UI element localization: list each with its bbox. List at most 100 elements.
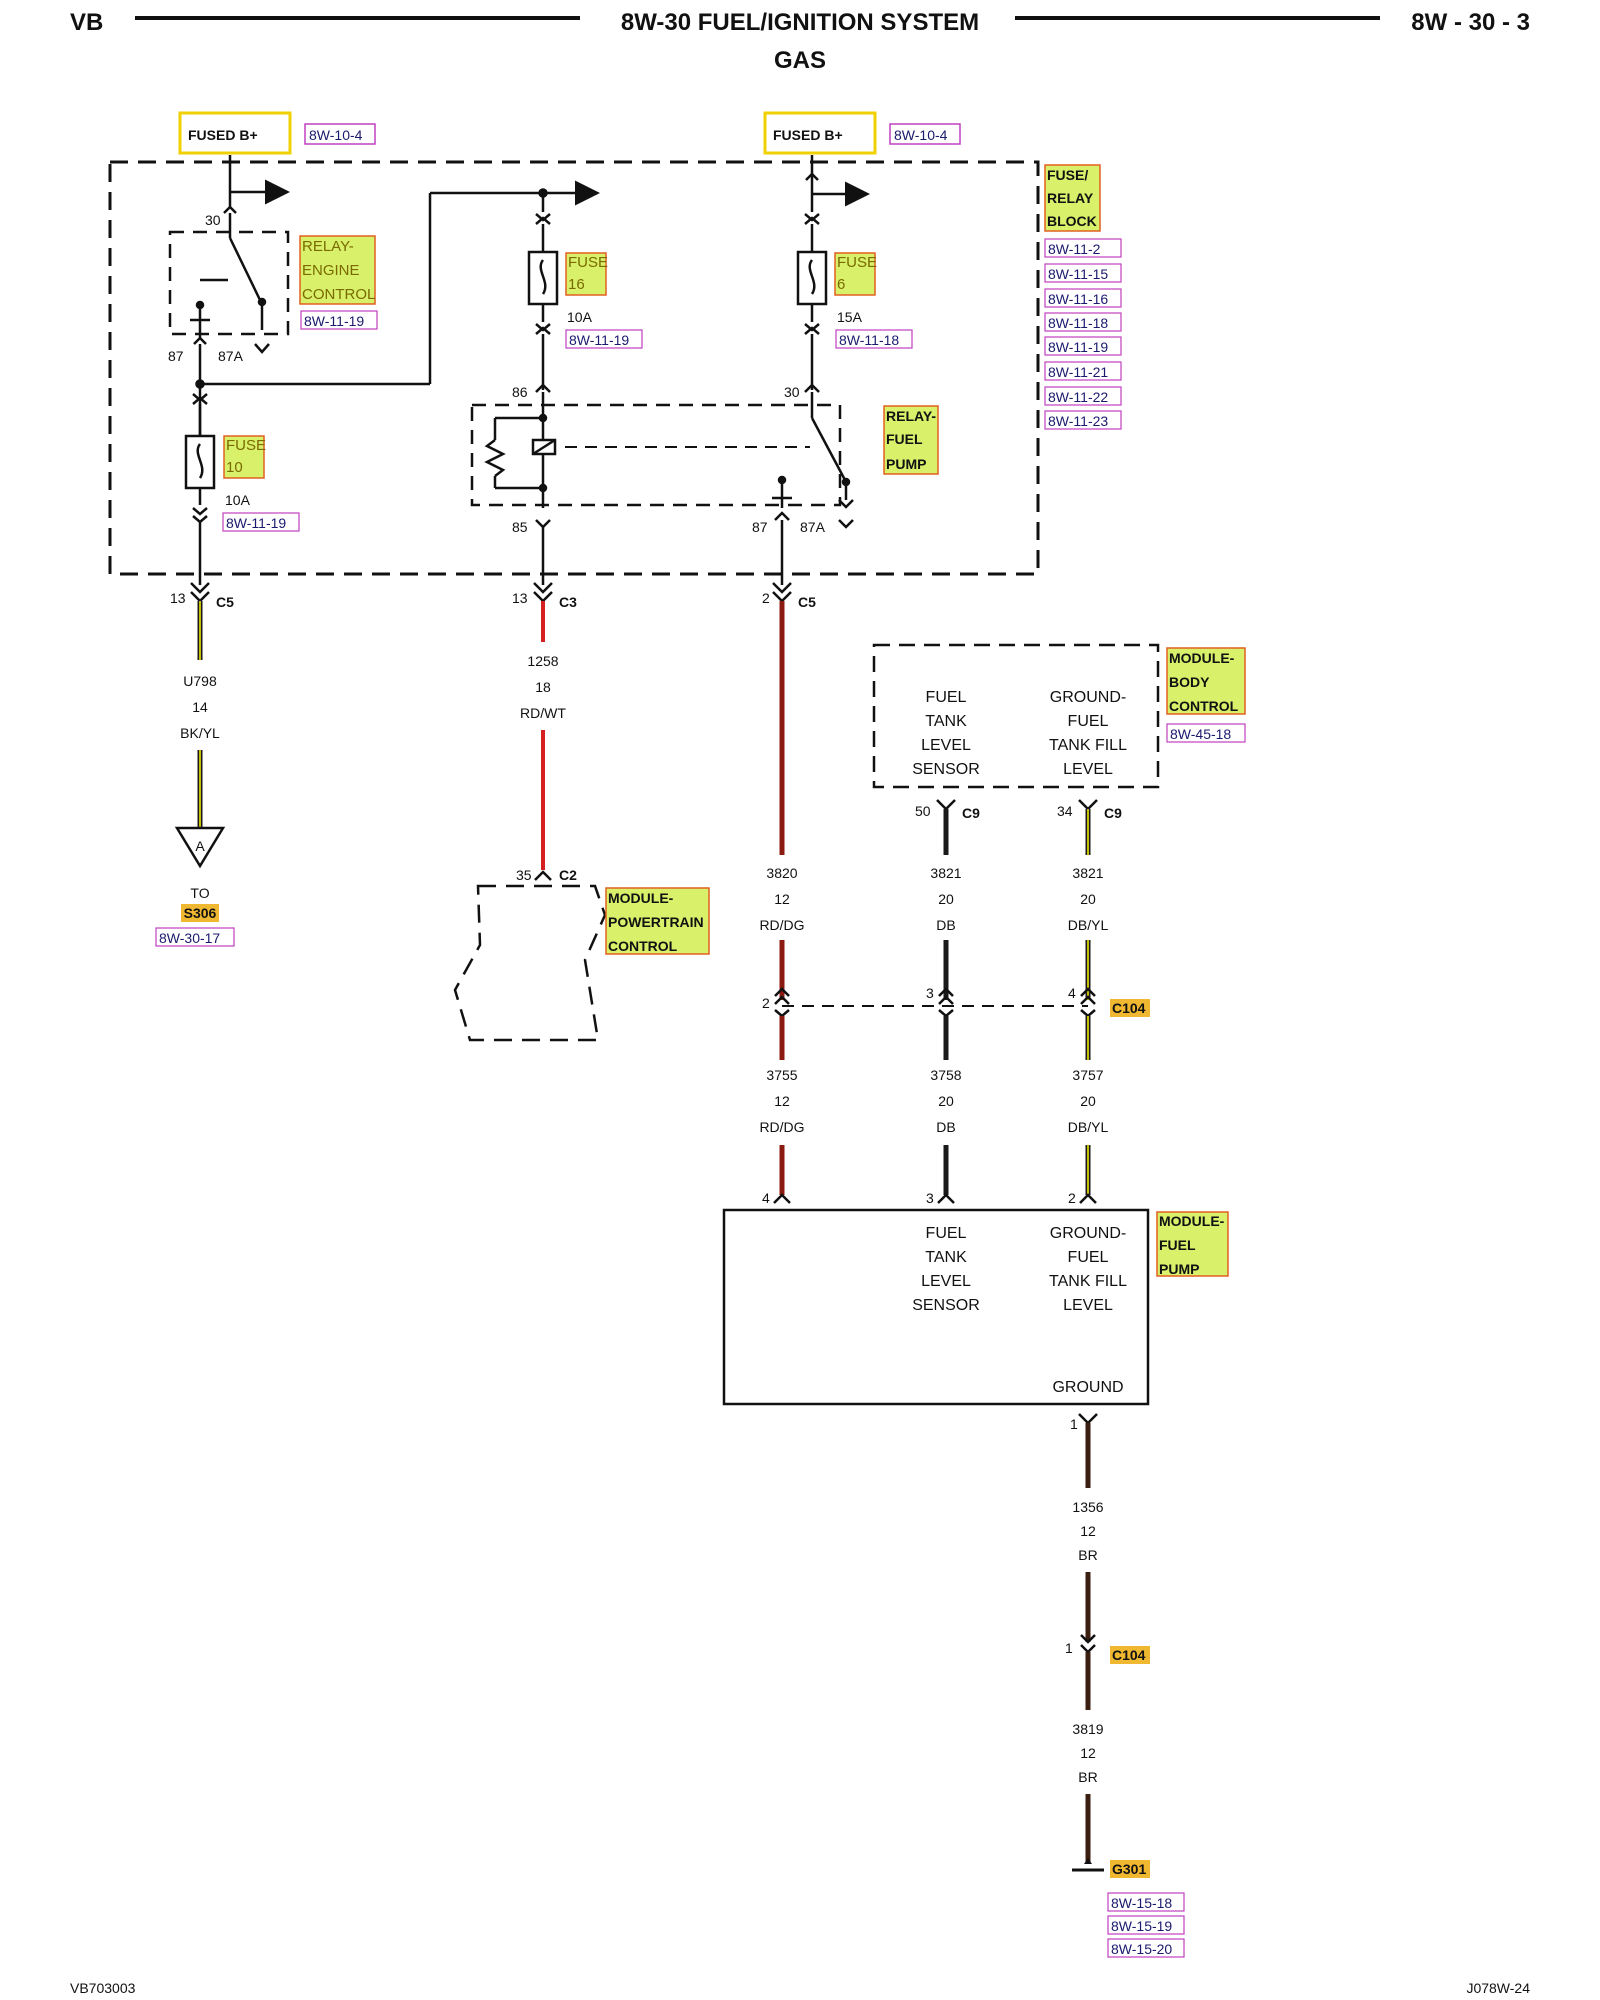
fuse6-ref-box[interactable] (835, 329, 913, 349)
relay-engine-name-1: RELAY- (302, 238, 354, 255)
fpm-pin-3: 3 (926, 1190, 934, 1206)
relay-engine-outline (168, 230, 290, 336)
relay-engine-name-2: ENGINE (302, 262, 360, 279)
c104-name: C104 (1112, 1000, 1146, 1016)
fpm-fn-left-2: TANK (925, 1249, 967, 1266)
fused-b-plus-box-left (178, 111, 292, 155)
fpm-name-1: MODULE- (1159, 1213, 1225, 1229)
wire-3758-gauge: 20 (938, 1093, 954, 1109)
footer-left: VB703003 (70, 1980, 136, 1996)
pcm-tag (605, 887, 710, 955)
header-title: 8W-30 FUEL/IGNITION SYSTEM (621, 9, 979, 36)
wire-3819-color: BR (1078, 1769, 1097, 1785)
ground-ref-3[interactable]: 8W-15-20 (1111, 1941, 1172, 1957)
fused-ref-box-right[interactable] (889, 123, 961, 145)
fpm-fn-left-1: FUEL (926, 1225, 967, 1242)
c104-ground-pin: 1 (1065, 1640, 1073, 1656)
fpm-fn-left-3: LEVEL (921, 1273, 971, 1290)
fused-ref-left[interactable]: 8W-10-4 (309, 127, 363, 143)
c104-pin-3: 3 (926, 985, 934, 1001)
ground-ref-1[interactable]: 8W-15-18 (1111, 1895, 1172, 1911)
fuse16-ref-box[interactable] (565, 329, 643, 349)
conn-mid-pin: 13 (512, 590, 528, 606)
fuse10-tag (223, 435, 265, 479)
relay-fuel-pin-87a: 87A (800, 519, 826, 535)
wire-1356-color: BR (1078, 1547, 1097, 1563)
fuse10-name-1: FUSE (226, 437, 266, 454)
splice-ref-box[interactable] (155, 927, 235, 947)
left-circuit (184, 155, 600, 594)
splice-triangle (174, 826, 226, 869)
fuse10-ref[interactable]: 8W-11-19 (226, 515, 286, 531)
relay-fuel-pin-85: 85 (512, 519, 528, 535)
bcm-pin-a: 50 (915, 803, 931, 819)
ground-ref-2[interactable]: 8W-15-19 (1111, 1918, 1172, 1934)
relay-engine-pin-30: 30 (205, 212, 221, 228)
bcm-ref[interactable]: 8W-45-18 (1170, 726, 1231, 742)
bcm-fn-right-2: FUEL (1068, 713, 1109, 730)
header-left: VB (70, 9, 103, 36)
fuse-block-ref[interactable]: 8W-11-19 (1048, 339, 1108, 355)
bcm-conn-a: C9 (962, 805, 980, 821)
wire-3820-color: RD/DG (759, 917, 804, 933)
bcm-ref-box[interactable] (1166, 723, 1246, 743)
fuse16-tag (565, 252, 607, 296)
fpm-fn-right-4: LEVEL (1063, 1297, 1113, 1314)
fused-ref-right[interactable]: 8W-10-4 (894, 127, 948, 143)
fuse6-rating: 15A (837, 309, 863, 325)
wire-3821b-circuit: 3821 (1072, 865, 1103, 881)
wire-3757-color: DB/YL (1068, 1119, 1109, 1135)
relay-fuel-pin-86: 86 (512, 384, 528, 400)
relay-fuel-outline (470, 403, 842, 507)
ground-name: G301 (1112, 1861, 1146, 1877)
fused-b-plus-label-left: FUSED B+ (188, 127, 258, 143)
right-circuit (772, 155, 870, 594)
fpm-fn-right-2: FUEL (1068, 1249, 1109, 1266)
fuse-relay-block-name-2: RELAY (1047, 190, 1094, 206)
wire-3820-circuit: 3820 (766, 865, 797, 881)
relay-fuel-name-2: FUEL (886, 431, 923, 447)
ground-icon (1072, 1858, 1104, 1872)
fuse10-ref-box[interactable] (222, 512, 300, 532)
relay-engine-ref-box[interactable] (300, 310, 378, 330)
fuse16-name-1: FUSE (568, 254, 608, 271)
fuse-block-ref[interactable]: 8W-11-21 (1048, 364, 1108, 380)
ground-ref-box-3[interactable] (1107, 1938, 1185, 1958)
ground-ref-box-1[interactable] (1107, 1892, 1185, 1912)
fuse-block-ref[interactable]: 8W-11-15 (1048, 266, 1108, 282)
c104-pin-4: 4 (1068, 985, 1076, 1001)
fuse-block-ref[interactable]: 8W-11-23 (1048, 413, 1108, 429)
relay-fuel-name-1: RELAY- (886, 408, 936, 424)
wire-1258-gauge: 18 (535, 679, 551, 695)
pcm-name-3: CONTROL (608, 938, 678, 954)
fuse-block-ref[interactable]: 8W-11-16 (1048, 291, 1108, 307)
lower-wires (779, 1016, 1091, 1195)
fuse-relay-block-tag (1044, 164, 1101, 232)
relay-engine-ref[interactable]: 8W-11-19 (304, 313, 364, 329)
wire-3757-circuit: 3757 (1072, 1067, 1103, 1083)
bcm-tag (1166, 647, 1246, 715)
fpm-fn-right-1: GROUND- (1050, 1225, 1126, 1242)
conn-right-pin: 2 (762, 590, 770, 606)
fused-b-plus-label-right: FUSED B+ (773, 127, 843, 143)
fpm-pin-4: 4 (762, 1190, 770, 1206)
fuse-block-ref[interactable]: 8W-11-22 (1048, 389, 1108, 405)
relay-engine-name-3: CONTROL (302, 286, 375, 303)
ground-ref-box-2[interactable] (1107, 1915, 1185, 1935)
splice-ref[interactable]: 8W-30-17 (159, 930, 220, 946)
fpm-ground-pin: 1 (1070, 1416, 1078, 1432)
fuse6-ref[interactable]: 8W-11-18 (839, 332, 899, 348)
pcm-outline (453, 884, 607, 1042)
relay-fuel-pin-30: 30 (784, 384, 800, 400)
fuse16-ref[interactable]: 8W-11-19 (569, 332, 629, 348)
relay-engine-pin-87: 87 (168, 348, 184, 364)
fuse16-name-2: 16 (568, 276, 585, 293)
wire-3755-color: RD/DG (759, 1119, 804, 1135)
fuse-block-ref[interactable]: 8W-11-18 (1048, 315, 1108, 331)
bcm-outline (872, 643, 1160, 789)
fuse6-tag (834, 252, 876, 296)
fuse-block-ref[interactable]: 8W-11-2 (1048, 241, 1101, 257)
fused-ref-box-left[interactable] (304, 123, 376, 145)
wire-1258-circuit: 1258 (527, 653, 558, 669)
pcm-pin-symbol (534, 870, 552, 881)
